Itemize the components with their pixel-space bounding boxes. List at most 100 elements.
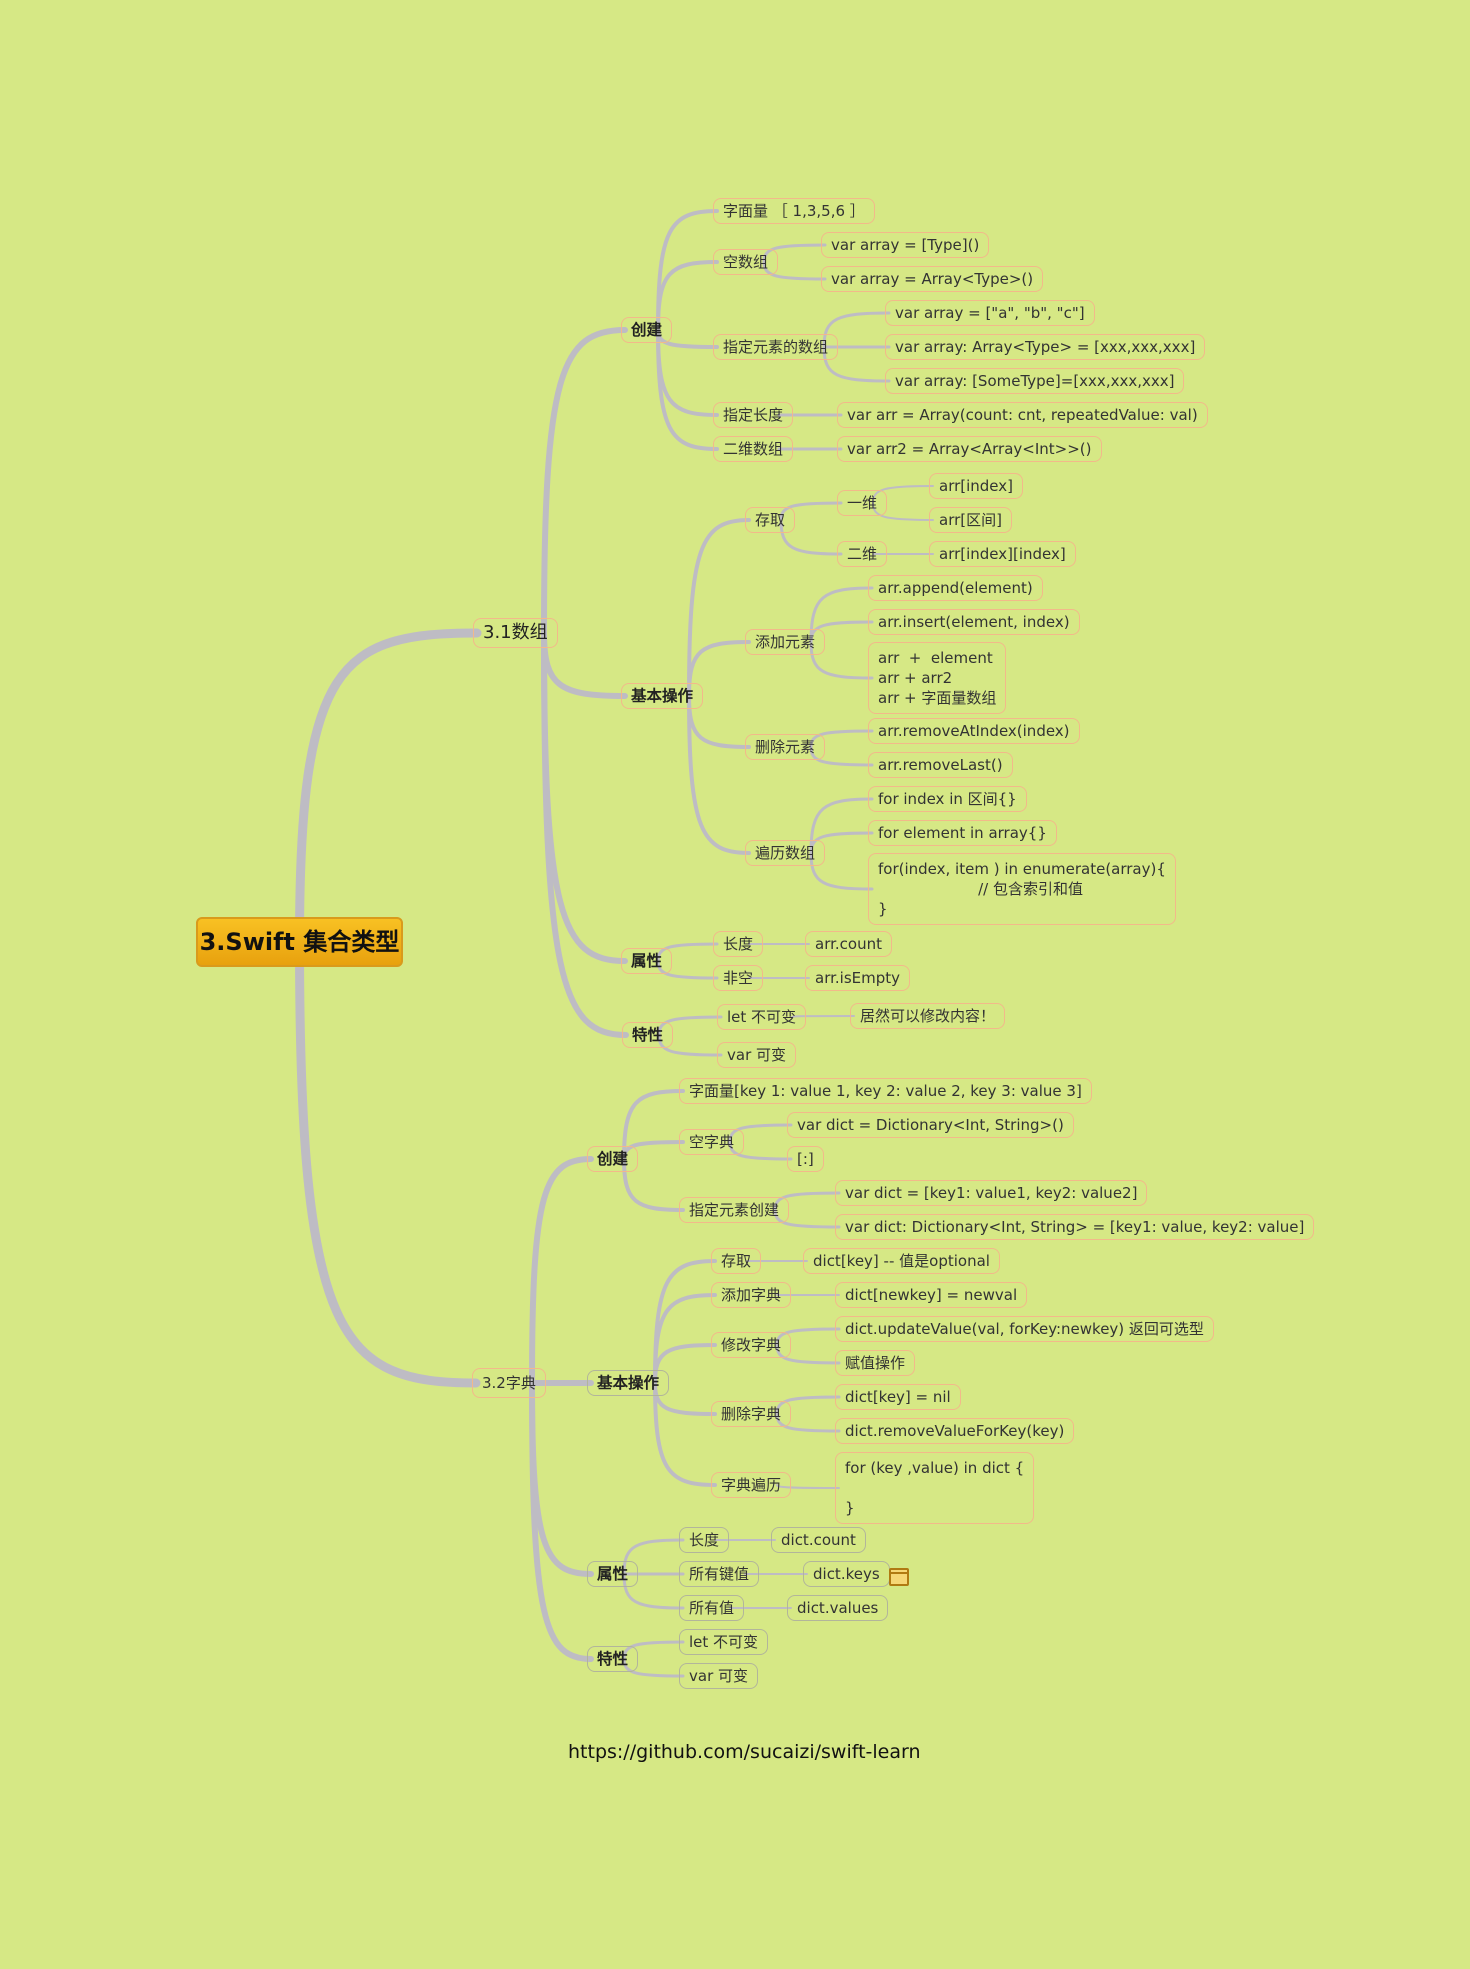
dict-add[interactable]: 添加字典 [711,1282,792,1308]
branch-array-iterate-enumerate [809,851,874,891]
array-access-2d-index[interactable]: arr[index][index] [929,541,1076,567]
array-with-elements[interactable]: 指定元素的数组 [713,334,839,360]
array-empty[interactable]: 空数组 [713,249,779,275]
branch-array-create [541,327,628,636]
array-props[interactable]: 属性 [621,948,673,974]
array-let[interactable]: let 不可变 [717,1004,807,1030]
branch-array-empty-generic [762,260,827,281]
array-elements-generic[interactable]: var array: Array<Type> = [xxx,xxx,xxx] [885,334,1206,360]
branch-array-elements-sometype [822,345,891,383]
dict-elements-literal[interactable]: var dict = [key1: value1, key2: value2] [835,1180,1148,1206]
dict-with-elements[interactable]: 指定元素创建 [679,1197,790,1223]
array-2d-init[interactable]: var arr2 = Array<Array<Int>>() [837,436,1102,462]
dict-empty-literal[interactable]: [:] [787,1146,824,1172]
branch-dict-iterate-loop [776,1484,840,1489]
array-elements-literal[interactable]: var array = ["a", "b", "c"] [885,300,1095,326]
branch-array-prop-empty [656,959,719,980]
branch-dict-prop-values [622,1572,685,1610]
branch-array-access-index [872,485,934,504]
dict-props[interactable]: 属性 [587,1561,639,1587]
array-let-note[interactable]: 居然可以修改内容！ [850,1003,1006,1029]
array-access-1d[interactable]: 一维 [837,490,888,516]
array-iterate-range[interactable]: for index in 区间{} [868,786,1027,812]
branch-array-traits [541,630,629,1038]
branch-array-let [657,1015,723,1037]
array-remove-last[interactable]: arr.removeLast() [868,752,1013,778]
dict-empty[interactable]: 空字典 [679,1129,745,1155]
dict-empty-generic[interactable]: var dict = Dictionary<Int, String>() [787,1112,1074,1138]
branch-array-remove-at [809,729,874,749]
dict-literal[interactable]: 字面量[key 1: value 1, key 2: value 2, key … [679,1078,1092,1104]
dict-ops[interactable]: 基本操作 [587,1370,670,1396]
array-add[interactable]: 添加元素 [745,629,826,655]
branch-array-append [809,586,874,644]
array-remove[interactable]: 删除元素 [745,734,826,760]
dict-create[interactable]: 创建 [587,1146,639,1172]
dict-assign[interactable]: 赋值操作 [835,1350,916,1376]
dict-prop-length[interactable]: 长度 [679,1527,730,1553]
branch-dict-empty-generic [728,1123,793,1144]
dict-prop-keys[interactable]: 所有键值 [679,1561,760,1587]
dict-iterate-loop[interactable]: for (key ,value) in dict { } [835,1452,1035,1524]
branch-topic-dictionary [295,937,481,1388]
array-remove-at[interactable]: arr.removeAtIndex(index) [868,718,1080,744]
dict-set-nil[interactable]: dict[key] = nil [835,1384,961,1410]
array-iterate-enumerate[interactable]: for(index, item ) in enumerate(array){ /… [868,853,1176,925]
root-topic[interactable]: 3.Swift 集合类型 [196,917,403,967]
array-create[interactable]: 创建 [621,317,673,343]
array-length-init[interactable]: var arr = Array(count: cnt, repeatedValu… [837,402,1208,428]
array-count[interactable]: arr.count [805,931,892,957]
branch-dict-empty-literal [728,1140,793,1161]
dict-remove[interactable]: 删除字典 [711,1401,792,1427]
array-concat[interactable]: arr + element arr + arr2 arr + 字面量数组 [868,642,1007,714]
dict-count[interactable]: dict.count [771,1527,866,1553]
array-access-2d[interactable]: 二维 [837,541,888,567]
dict-remove-for-key[interactable]: dict.removeValueForKey(key) [835,1418,1075,1444]
dict-modify[interactable]: 修改字典 [711,1332,792,1358]
branch-array-iterate [687,694,751,855]
array-2d[interactable]: 二维数组 [713,436,794,462]
branch-array-access [687,518,751,698]
array-length[interactable]: 指定长度 [713,402,794,428]
branch-dict-elements-literal [773,1191,841,1212]
array-elements-sometype[interactable]: var array: [SomeType]=[xxx,xxx,xxx] [885,368,1185,394]
array-prop-length[interactable]: 长度 [713,931,764,957]
array-access-range[interactable]: arr[区间] [929,507,1012,533]
array-empty-type[interactable]: var array = [Type]() [821,232,990,258]
array-prop-empty[interactable]: 非空 [713,965,764,991]
dict-let[interactable]: let 不可变 [679,1629,769,1655]
branch-array-concat [809,640,874,680]
array-access-index[interactable]: arr[index] [929,473,1024,499]
array-append[interactable]: arr.append(element) [868,575,1043,601]
branch-array-2d [656,328,719,451]
dict-var[interactable]: var 可变 [679,1663,759,1689]
dict-prop-values[interactable]: 所有值 [679,1595,745,1621]
array-empty-generic[interactable]: var array = Array<Type>() [821,266,1044,292]
array-traits[interactable]: 特性 [622,1022,674,1048]
dict-access-optional[interactable]: dict[key] -- 值是optional [803,1248,1000,1274]
dict-traits[interactable]: 特性 [587,1646,639,1672]
array-ops[interactable]: 基本操作 [621,683,704,709]
branch-dict-access [653,1259,717,1385]
array-var[interactable]: var 可变 [717,1042,797,1068]
dict-access[interactable]: 存取 [711,1248,762,1274]
dict-elements-generic[interactable]: var dict: Dictionary<Int, String> = [key… [835,1214,1315,1240]
dict-update-value[interactable]: dict.updateValue(val, forKey:newkey) 返回可… [835,1316,1214,1342]
dict-add-assign[interactable]: dict[newkey] = newval [835,1282,1028,1308]
array-access[interactable]: 存取 [745,507,796,533]
array-iterate[interactable]: 遍历数组 [745,840,826,866]
array-insert[interactable]: arr.insert(element, index) [868,609,1080,635]
array-literal[interactable]: 字面量 ［ 1,3,5,6 ］ [713,198,875,224]
branch-dict-let [622,1640,685,1661]
array-is-empty[interactable]: arr.isEmpty [805,965,911,991]
note-icon[interactable] [889,1568,909,1586]
branch-array-literal [656,209,719,332]
branch-array-var [657,1033,723,1057]
topic-dictionary[interactable]: 3.2字典 [472,1368,546,1398]
topic-array[interactable]: 3.1数组 [473,618,558,648]
dict-keys[interactable]: dict.keys [803,1561,890,1587]
array-iterate-element[interactable]: for element in array{} [868,820,1057,846]
dict-iterate[interactable]: 字典遍历 [711,1472,792,1498]
footer-link[interactable]: https://github.com/sucaizi/swift-learn [568,1741,921,1763]
dict-values[interactable]: dict.values [787,1595,889,1621]
